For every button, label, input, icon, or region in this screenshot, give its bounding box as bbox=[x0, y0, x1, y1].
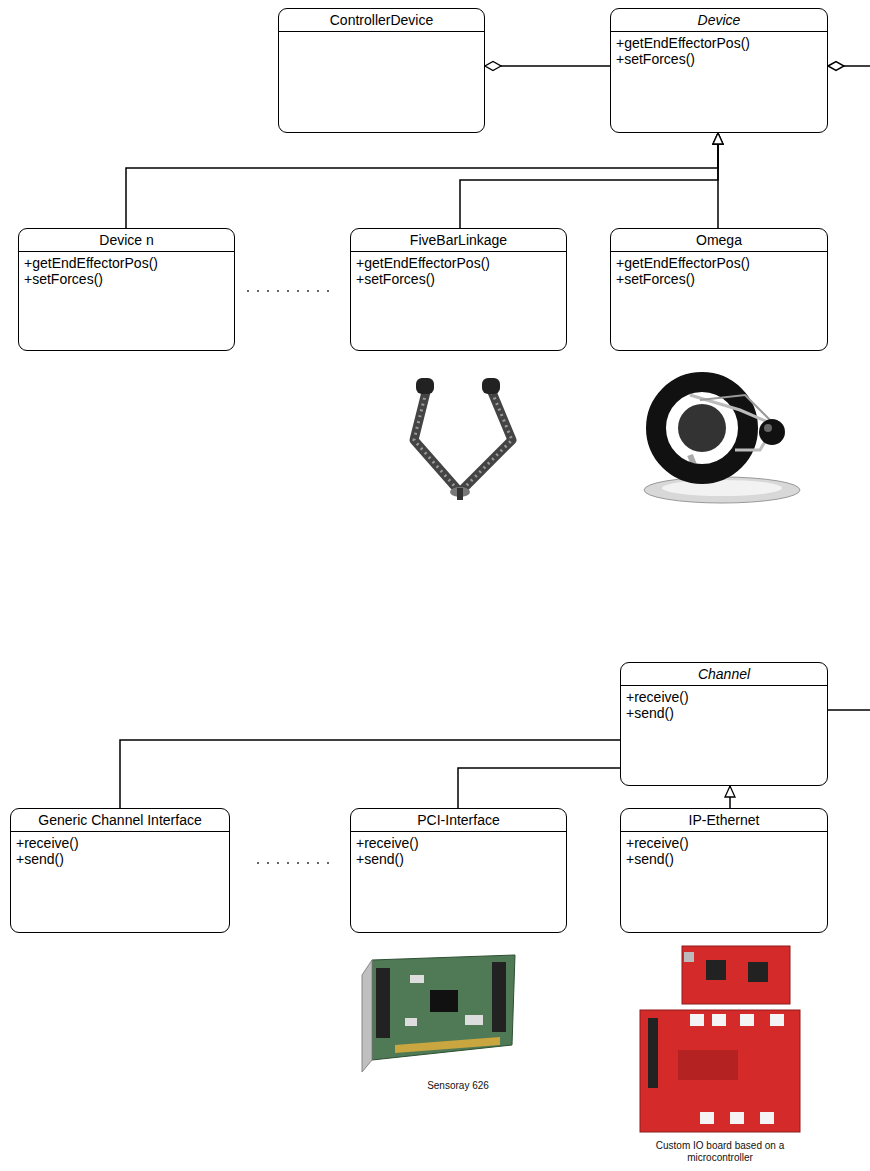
picture-caption: Sensoray 626 bbox=[398, 1080, 518, 1092]
method-text: +receive() bbox=[356, 835, 561, 851]
method-text: +setForces() bbox=[24, 271, 229, 287]
method-list: +getEndEffectorPos()+setForces() bbox=[611, 252, 827, 290]
method-text: +receive() bbox=[626, 689, 822, 705]
method-list: +receive()+send() bbox=[621, 832, 827, 870]
method-text: +send() bbox=[626, 705, 822, 721]
class-box: ControllerDevice bbox=[278, 8, 485, 133]
method-list: +getEndEffectorPos()+setForces() bbox=[351, 252, 566, 290]
class-name: Device bbox=[611, 9, 827, 32]
class-name: Channel bbox=[621, 663, 827, 686]
method-text: +receive() bbox=[626, 835, 822, 851]
class-box: Device n+getEndEffectorPos()+setForces() bbox=[18, 228, 235, 351]
inheritance-connector bbox=[460, 133, 718, 228]
method-text: +getEndEffectorPos() bbox=[24, 255, 229, 271]
ellipsis-dots bbox=[247, 290, 329, 864]
method-list: +getEndEffectorPos()+setForces() bbox=[19, 252, 234, 290]
class-name: Generic Channel Interface bbox=[11, 809, 229, 832]
class-box: Channel+receive()+send() bbox=[620, 662, 828, 786]
class-name: FiveBarLinkage bbox=[351, 229, 566, 252]
inheritance-connector bbox=[126, 133, 718, 228]
method-text: +send() bbox=[626, 851, 822, 867]
method-list: +getEndEffectorPos()+setForces() bbox=[611, 32, 827, 70]
aggregation-connector bbox=[485, 65, 610, 67]
omega-device-picture bbox=[644, 382, 800, 503]
class-box: FiveBarLinkage+getEndEffectorPos()+setFo… bbox=[350, 228, 567, 351]
class-box: Generic Channel Interface+receive()+send… bbox=[10, 808, 230, 933]
class-name: Omega bbox=[611, 229, 827, 252]
method-text: +getEndEffectorPos() bbox=[616, 255, 822, 271]
class-name: Device n bbox=[19, 229, 234, 252]
class-box: Omega+getEndEffectorPos()+setForces() bbox=[610, 228, 828, 351]
class-name: PCI-Interface bbox=[351, 809, 566, 832]
pci-card-picture bbox=[362, 955, 515, 1072]
class-name: ControllerDevice bbox=[279, 9, 484, 32]
class-box: PCI-Interface+receive()+send() bbox=[350, 808, 567, 933]
method-list: +receive()+send() bbox=[621, 686, 827, 724]
class-box: Device+getEndEffectorPos()+setForces() bbox=[610, 8, 828, 133]
picture-caption: Custom IO board based on a microcontroll… bbox=[655, 1140, 785, 1164]
method-text: +send() bbox=[16, 851, 224, 867]
method-text: +getEndEffectorPos() bbox=[616, 35, 822, 51]
inheritance-connector bbox=[717, 133, 719, 228]
method-list: +receive()+send() bbox=[351, 832, 566, 870]
method-text: +setForces() bbox=[356, 271, 561, 287]
method-text: +setForces() bbox=[616, 51, 822, 67]
method-text: +receive() bbox=[16, 835, 224, 851]
method-text: +send() bbox=[356, 851, 561, 867]
io-board-picture bbox=[640, 946, 800, 1132]
method-text: +setForces() bbox=[616, 271, 822, 287]
class-box: IP-Ethernet+receive()+send() bbox=[620, 808, 828, 933]
method-list: +receive()+send() bbox=[11, 832, 229, 870]
inheritance-connector bbox=[729, 786, 731, 808]
five-bar-linkage-picture bbox=[414, 378, 512, 500]
method-text: +getEndEffectorPos() bbox=[356, 255, 561, 271]
aggregation-line bbox=[828, 62, 870, 711]
class-name: IP-Ethernet bbox=[621, 809, 827, 832]
method-list bbox=[279, 32, 484, 38]
